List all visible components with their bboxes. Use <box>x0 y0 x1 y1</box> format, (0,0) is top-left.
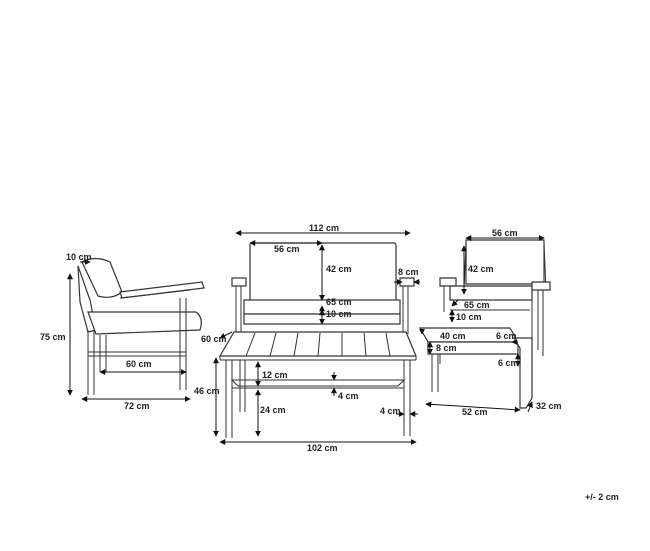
table-height-label: 46 cm <box>194 386 220 396</box>
table-leg-label: 4 cm <box>380 406 401 416</box>
side-chair-dimensions: 10 cm 75 cm 60 cm 72 cm <box>40 252 191 411</box>
sofa-dimensions: 112 cm 56 cm 42 cm 8 cm 65 cm 10 cm <box>235 223 420 325</box>
sofa-width-label: 112 cm <box>309 223 339 233</box>
side-chair-drawing <box>77 257 205 395</box>
table-length-label: 102 cm <box>307 443 338 453</box>
table-width-label: 60 cm <box>201 334 227 344</box>
footstool-dimensions: 40 cm 6 cm 8 cm 6 cm 52 cm 32 cm <box>419 328 562 417</box>
stool-frame-label: 6 cm <box>496 331 517 341</box>
sofa-cushion-label: 10 cm <box>326 309 352 319</box>
coffee-table-dimensions: 60 cm 46 cm 12 cm 24 cm 4 cm 4 cm 102 cm <box>194 331 418 453</box>
chair-height-label: 75 cm <box>40 332 66 342</box>
armchair-dimensions: 56 cm 42 cm 65 cm 10 cm <box>449 228 545 323</box>
stool-rail-label: 6 cm <box>498 358 519 368</box>
armchair-back-width-label: 56 cm <box>492 228 518 238</box>
sofa-back-width-label: 56 cm <box>274 244 300 254</box>
footstool-drawing <box>418 327 533 409</box>
armchair-back-height-label: 42 cm <box>468 264 494 274</box>
sofa-back-height-label: 42 cm <box>326 264 352 274</box>
tolerance-note: +/- 2 cm <box>585 492 619 502</box>
coffee-table-drawing <box>218 331 417 438</box>
sofa-seat-height-label: 65 cm <box>326 297 352 307</box>
table-shelf-gap-label: 12 cm <box>262 370 288 380</box>
armchair-seat-height-label: 65 cm <box>464 300 490 310</box>
stool-width-label: 52 cm <box>462 407 488 417</box>
table-top-thickness-label: 4 cm <box>338 391 359 401</box>
stool-depth-label: 40 cm <box>440 331 466 341</box>
stool-cushion-label: 8 cm <box>436 343 457 353</box>
chair-depth-label: 72 cm <box>124 401 150 411</box>
sofa-drawing <box>231 242 415 334</box>
chair-arm-offset-label: 10 cm <box>66 252 92 262</box>
chair-seat-depth-label: 60 cm <box>126 359 152 369</box>
armchair-cushion-label: 10 cm <box>456 312 482 322</box>
stool-height-label: 32 cm <box>536 401 562 411</box>
armchair-drawing <box>439 239 551 356</box>
sofa-arm-width-label: 8 cm <box>398 267 419 277</box>
table-shelf-height-label: 24 cm <box>260 405 286 415</box>
